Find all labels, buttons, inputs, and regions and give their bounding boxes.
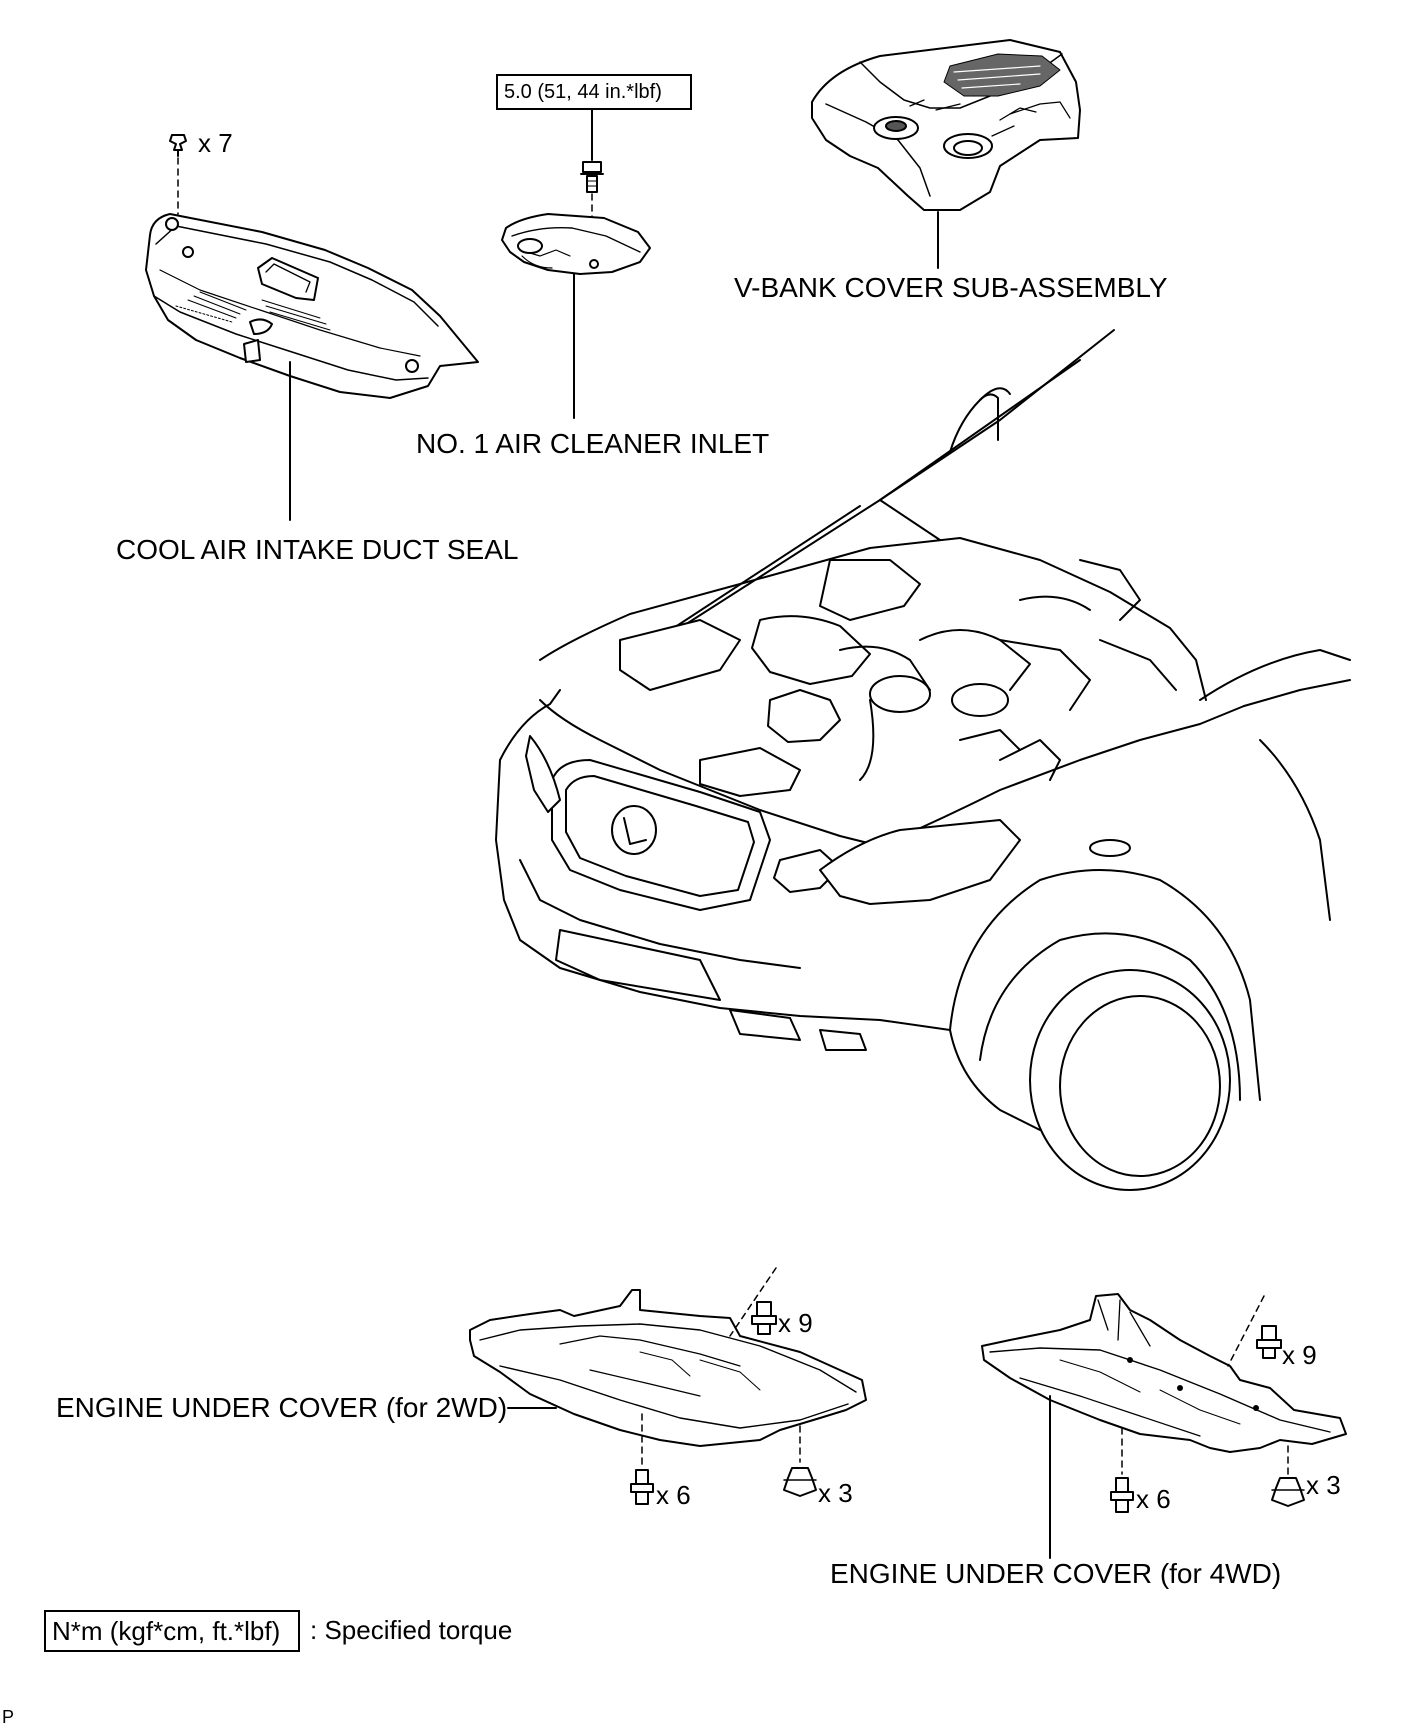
vehicle-illustration — [495, 329, 1351, 1191]
bolt-icon — [1110, 1477, 1134, 1513]
corner-mark: P — [2, 1707, 15, 1727]
engine-under-cover-4wd-label: ENGINE UNDER COVER (for 4WD) — [830, 1558, 1282, 1589]
uc2wd-clip-quantity: x 3 — [818, 1478, 853, 1508]
uc4wd-bottom-bolt-quantity: x 6 — [1136, 1484, 1171, 1514]
cool-air-intake-duct-seal-part — [145, 134, 479, 521]
bolt-icon — [1256, 1325, 1282, 1359]
uc4wd-top-bolt-quantity: x 9 — [1282, 1340, 1317, 1370]
bolt-icon — [580, 161, 604, 193]
uc4wd-clip-quantity: x 3 — [1306, 1470, 1341, 1500]
engine-under-cover-2wd-label: ENGINE UNDER COVER (for 2WD) — [56, 1392, 508, 1423]
engine-under-cover-2wd-part — [469, 1267, 867, 1505]
clip-icon — [783, 1467, 817, 1497]
torque-legend-description: : Specified torque — [310, 1615, 513, 1645]
v-bank-cover-label: V-BANK COVER SUB-ASSEMBLY — [734, 272, 1168, 303]
duct-seal-label: COOL AIR INTAKE DUCT SEAL — [116, 534, 519, 565]
air-cleaner-inlet-part — [501, 109, 651, 419]
bolt-icon — [751, 1301, 777, 1335]
bolt-icon — [630, 1469, 654, 1505]
clip-icon — [169, 134, 187, 157]
uc2wd-bottom-bolt-quantity: x 6 — [656, 1480, 691, 1510]
air-cleaner-inlet-label: NO. 1 AIR CLEANER INLET — [416, 428, 770, 459]
air-cleaner-torque-box: 5.0 (51, 44 in.*lbf) — [496, 74, 692, 110]
v-bank-cover-part — [811, 39, 1081, 269]
torque-legend-box: N*m (kgf*cm, ft.*lbf) — [44, 1610, 300, 1652]
engine-under-cover-4wd-part — [981, 1293, 1347, 1559]
duct-seal-clip-quantity: x 7 — [198, 128, 233, 158]
clip-icon — [1271, 1477, 1305, 1507]
uc2wd-top-bolt-quantity: x 9 — [778, 1308, 813, 1338]
